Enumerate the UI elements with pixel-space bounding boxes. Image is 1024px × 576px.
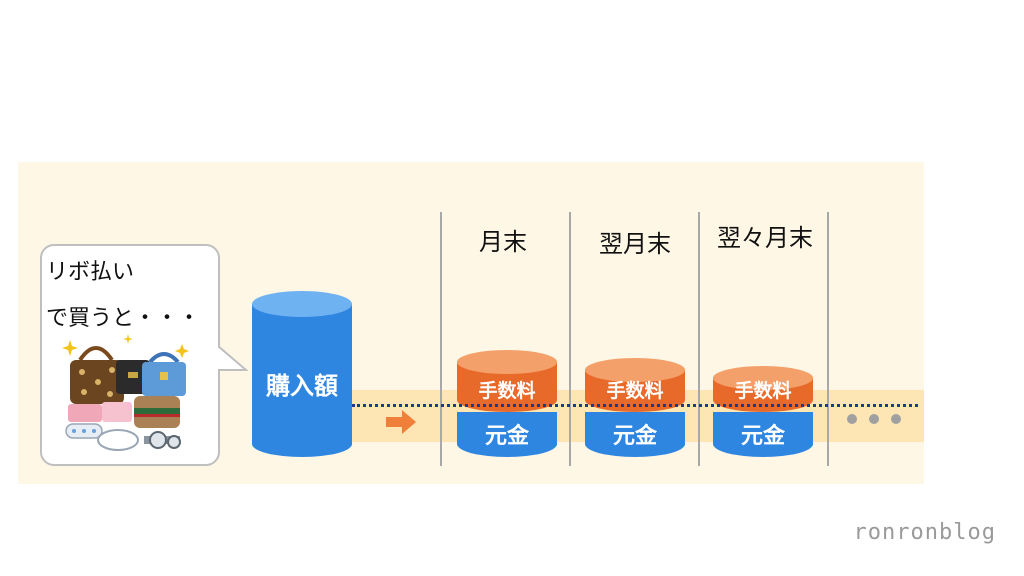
column-title-month-end: 月末 <box>479 228 527 256</box>
speech-bubble-tail <box>218 345 248 371</box>
column-divider <box>569 212 571 466</box>
dotted-baseline <box>352 404 918 407</box>
principal-label-2: 元金 <box>612 424 657 449</box>
sparkle-icon <box>62 334 189 358</box>
ellipsis-icon <box>847 414 901 424</box>
monogram-bag-icon <box>70 346 124 404</box>
watch-icon <box>144 431 181 449</box>
column-divider <box>440 212 442 466</box>
column-title-month-after-next-end: 翌々月末 <box>717 224 813 252</box>
black-bag-icon <box>116 360 150 394</box>
fee-label-1: 手数料 <box>478 380 536 402</box>
watermark: ronronblog <box>853 520 996 545</box>
fee-label-2: 手数料 <box>606 380 664 402</box>
column-divider <box>827 212 829 466</box>
right-arrow-icon <box>386 410 416 434</box>
payment-cylinder-1 <box>457 350 557 457</box>
purchase-amount-label: 購入額 <box>266 372 338 400</box>
bubble-text-line2: で買うと・・・ <box>46 306 201 331</box>
luxury-goods-illustration <box>62 334 189 451</box>
column-divider <box>698 212 700 466</box>
purchase-cylinder <box>252 291 352 457</box>
column-title-next-month-end: 翌月末 <box>599 230 671 258</box>
pink-wallet-icon <box>68 402 132 422</box>
principal-label-1: 元金 <box>484 424 529 449</box>
bubble-text-line1: リボ払い <box>46 260 135 285</box>
necklace-icon <box>97 429 139 451</box>
gucci-bag-icon <box>134 396 180 428</box>
blue-bag-icon <box>142 352 186 396</box>
principal-label-3: 元金 <box>740 424 785 449</box>
bracelet-icon <box>65 423 103 439</box>
fee-label-3: 手数料 <box>734 380 792 402</box>
